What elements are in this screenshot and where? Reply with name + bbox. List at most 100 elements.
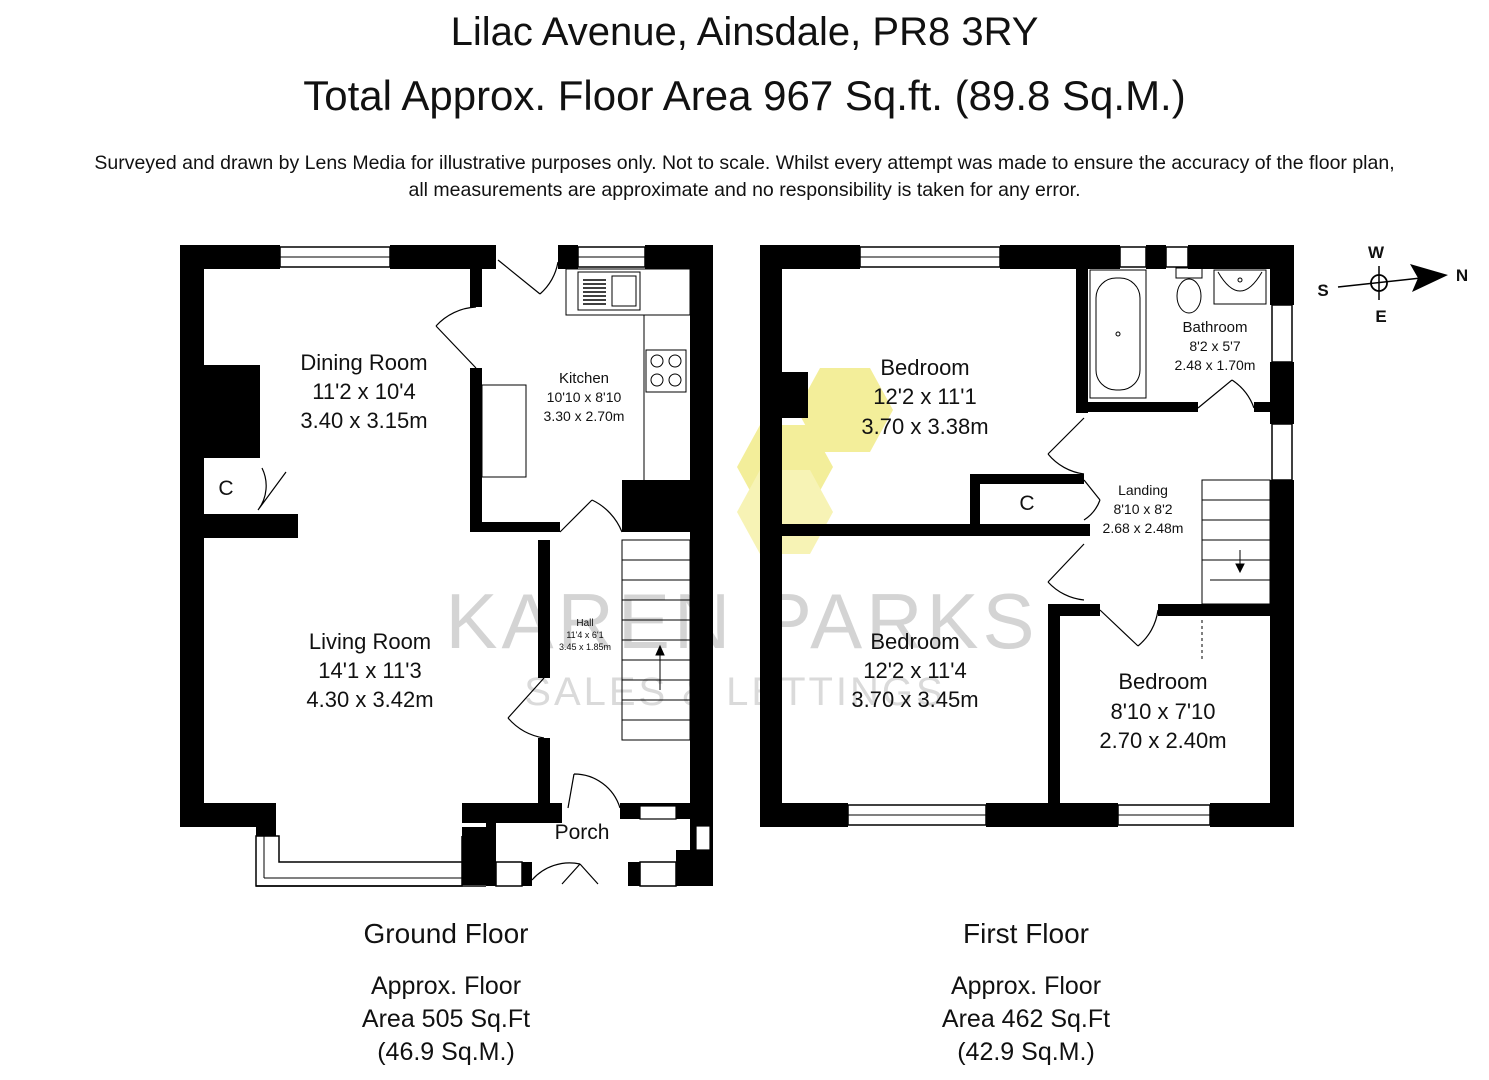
ff-wall-bed3-north-b (1158, 604, 1294, 616)
ground-floor-plan: Dining Room 11'2 x 10'4 3.40 x 3.15m Kit… (180, 245, 713, 887)
gf-hall-imperial: 11'4 x 6'1 (566, 630, 603, 640)
ff-window-east-landing (1271, 423, 1293, 481)
ff-door-cupboard (1083, 479, 1101, 521)
ff-wall-east-c (1270, 480, 1294, 827)
gf-chimney-breast-dining (204, 365, 260, 458)
first-floor-label: First Floor (963, 918, 1089, 949)
gf-door-living-hall (507, 677, 545, 739)
gf-kitchen-table (481, 384, 527, 478)
gf-door-kitchen-hall (559, 499, 623, 533)
gf-dining-metric: 3.40 x 3.15m (300, 408, 427, 433)
gf-door-hall-porch (567, 773, 621, 809)
ff-window-east-bathroom (1271, 304, 1293, 363)
gf-bay-window (255, 827, 486, 887)
gf-hall-metric: 3.45 x 1.85m (559, 642, 611, 652)
compass-south: S (1317, 281, 1328, 300)
ff-bed1-metric: 3.70 x 3.38m (861, 414, 988, 439)
ground-floor-label: Ground Floor (363, 918, 529, 949)
gf-dining-name: Dining Room (300, 350, 427, 375)
ff-cupboard-label: C (1019, 492, 1034, 515)
first-floor-area: Approx. Floor Area 462 Sq.Ft (42.9 Sq.M.… (876, 970, 1176, 1069)
gf-porch (486, 805, 713, 887)
ff-landing-name: Landing (1118, 482, 1168, 498)
ff-chimney-breast (782, 372, 808, 418)
gf-door-dining-kitchen (435, 306, 477, 369)
first-floor-plan: Bedroom 12'2 x 11'1 3.70 x 3.38m Bathroo… (760, 245, 1294, 827)
ff-wall-cupboard-west (970, 474, 980, 534)
ff-wall-south-c (1210, 803, 1294, 827)
watermark-line-2: SALES & LETTINGS (524, 670, 945, 714)
ff-bathroom-imperial: 8'2 x 5'7 (1189, 338, 1240, 354)
ff-wall-east-b (1270, 362, 1294, 424)
first-floor-area-line-3: (42.9 Sq.M.) (957, 1038, 1095, 1066)
ff-bed1-name: Bedroom (880, 355, 969, 380)
gf-wall-cupboard (204, 514, 298, 538)
ff-wall-bathroom-south-b (1254, 402, 1294, 412)
ff-bed2-metric: 3.70 x 3.45m (851, 687, 978, 712)
gf-wall-hall-west-lower (538, 738, 550, 808)
ff-bath (1089, 269, 1147, 399)
gf-wall-dining-kitchen (470, 245, 482, 307)
ff-wall-north-a (760, 245, 860, 269)
ff-bathroom-metric: 2.48 x 1.70m (1175, 357, 1256, 373)
ff-landing-imperial: 8'10 x 8'2 (1113, 501, 1172, 517)
ff-wall-bed2-north (760, 524, 1090, 536)
ff-door-bedroom2 (1047, 543, 1085, 601)
gf-wall-dining-kitchen-lower (470, 368, 482, 528)
compass-west: W (1368, 243, 1385, 262)
ground-floor-area: Approx. Floor Area 505 Sq.Ft (46.9 Sq.M.… (296, 970, 596, 1069)
watermark-hex-1 (797, 368, 893, 452)
gf-hall-name: Hall (576, 618, 593, 629)
ff-door-bedroom1 (1047, 417, 1085, 475)
gf-wall-north-c (558, 245, 578, 269)
ff-wall-north-b (1000, 245, 1120, 269)
ff-wall-south-a (760, 803, 848, 827)
compass: W S E N (1317, 243, 1468, 326)
gf-dining-imperial: 11'2 x 10'4 (312, 379, 415, 404)
gf-kitchen-metric: 3.30 x 2.70m (544, 408, 625, 424)
gf-living-metric: 4.30 x 3.42m (306, 687, 433, 712)
gf-wall-west (180, 245, 204, 827)
ff-bed1-imperial: 12'2 x 11'1 (873, 384, 976, 409)
first-floor-area-line-2: Area 462 Sq.Ft (941, 1005, 1111, 1033)
gf-wall-hall-west (538, 540, 550, 678)
ff-wall-north-c (1146, 245, 1166, 269)
gf-living-imperial: 14'1 x 11'3 (318, 658, 421, 683)
ff-door-bathroom (1197, 379, 1255, 409)
ff-wall-bed3-north (1048, 604, 1100, 616)
gf-chimney-breast-kitchen (622, 480, 713, 532)
ff-basin (1213, 269, 1267, 305)
gf-wall-south-a (180, 803, 276, 827)
disclaimer: Surveyed and drawn by Lens Media for ill… (0, 150, 1489, 204)
gf-cupboard-door (257, 467, 287, 511)
property-address: Lilac Avenue, Ainsdale, PR8 3RY (450, 10, 1039, 54)
gf-living-name: Living Room (309, 629, 431, 654)
gf-cupboard-label: C (218, 477, 233, 500)
ff-bed3-name: Bedroom (1118, 669, 1207, 694)
ground-floor-area-line-3: (46.9 Sq.M.) (377, 1038, 515, 1066)
ff-wall-bathroom-west (1076, 245, 1088, 413)
ff-window-north-bathroom-2 (1165, 246, 1189, 268)
ground-floor-area-line-1: Approx. Floor (370, 972, 522, 1000)
ff-bed3-imperial: 8'10 x 7'10 (1110, 699, 1215, 724)
ff-bathroom-name: Bathroom (1182, 319, 1247, 336)
ff-bed2-imperial: 12'2 x 11'4 (863, 658, 966, 683)
ff-bed2-name: Bedroom (870, 629, 959, 654)
ff-toilet (1175, 267, 1203, 314)
first-floor-area-line-1: Approx. Floor (950, 972, 1102, 1000)
ff-window-north-bathroom (1119, 246, 1147, 268)
north-arrow-icon (1410, 264, 1448, 292)
ff-bed3-metric: 2.70 x 2.40m (1099, 728, 1226, 753)
ff-door-bedroom3 (1099, 609, 1159, 647)
gf-kitchen-imperial: 10'10 x 8'10 (547, 389, 622, 405)
compass-north: N (1456, 266, 1468, 285)
gf-door-kitchen-back (497, 259, 559, 295)
gf-staircase (621, 539, 691, 741)
ff-wall-bed2-east (1048, 604, 1060, 827)
total-floor-area: Total Approx. Floor Area 967 Sq.ft. (89.… (303, 72, 1186, 119)
ff-wall-east-a (1270, 245, 1294, 305)
gf-kitchen-hob (645, 349, 687, 393)
disclaimer-line-1: Surveyed and drawn by Lens Media for ill… (94, 152, 1395, 174)
ff-staircase (1201, 479, 1271, 660)
